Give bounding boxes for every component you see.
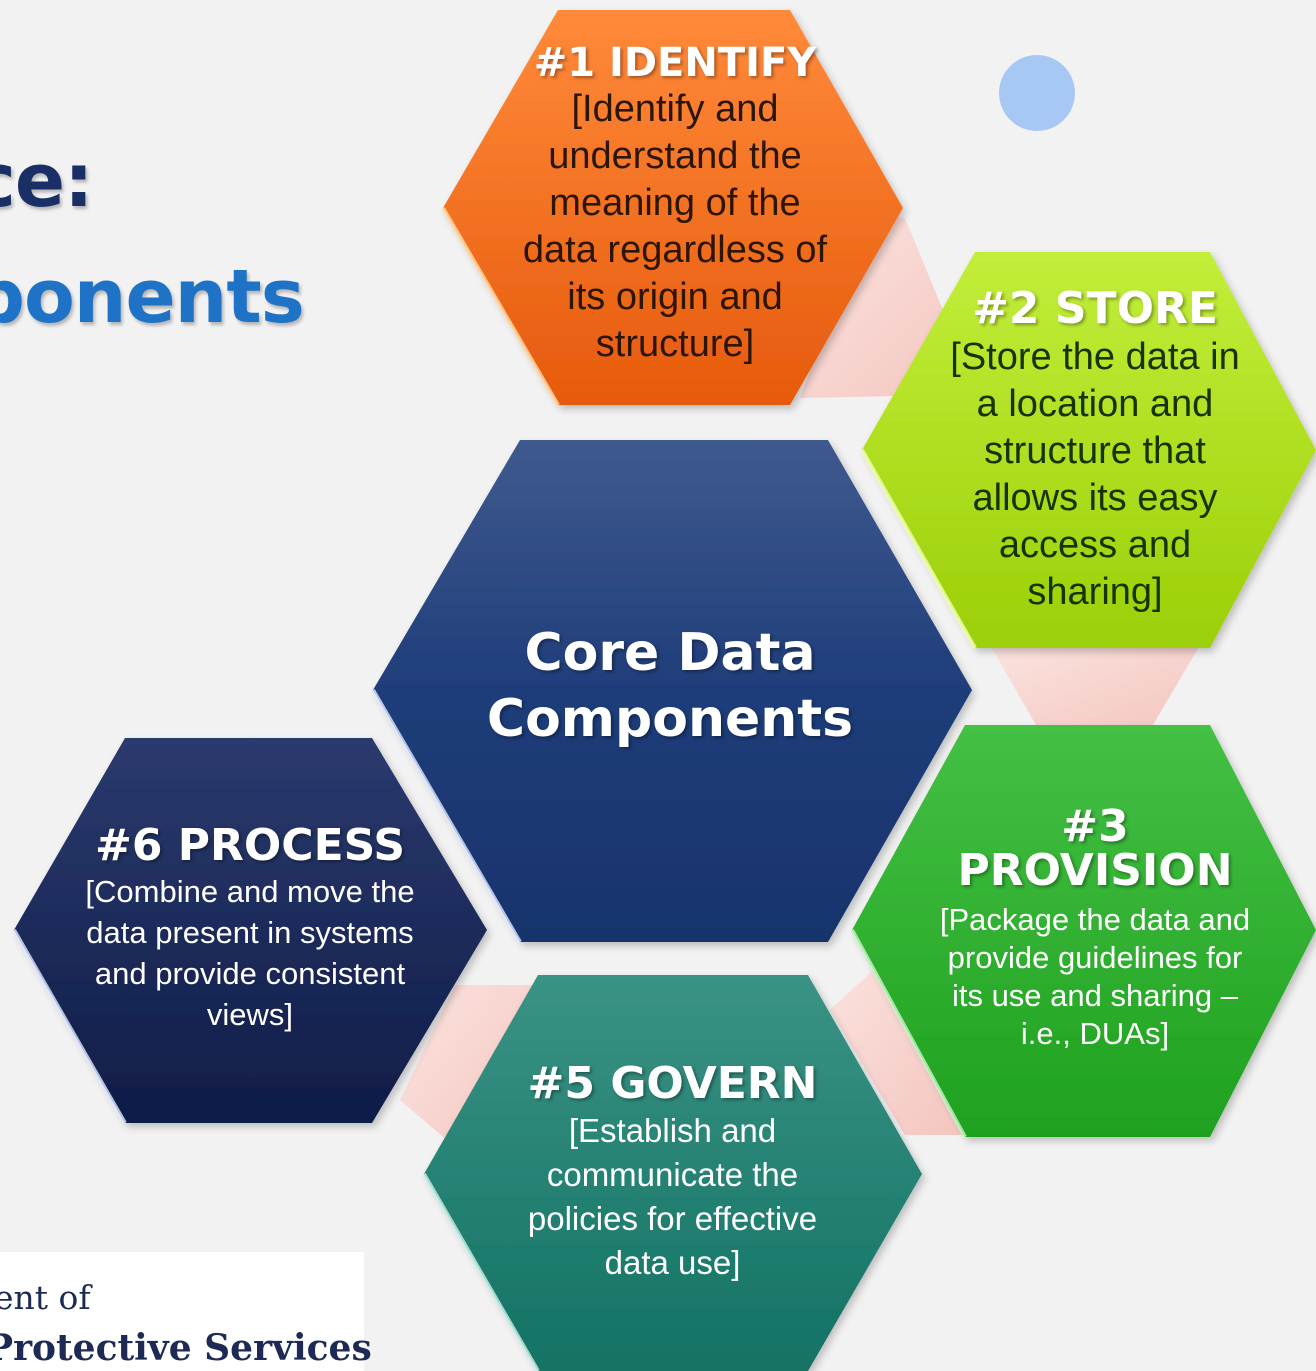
hexagon-provision[interactable]: [852, 725, 1316, 1137]
identify-heading: #1 IDENTIFY: [533, 40, 817, 86]
process-description: [Combine and move the data present in sy…: [85, 874, 415, 1032]
logo-line-1: ent of: [0, 1278, 91, 1317]
provision-heading: #3 PROVISION: [957, 801, 1233, 896]
process-text: #6 PROCESS [Combine and move the data pr…: [85, 820, 415, 1035]
edge-highlight: [850, 929, 967, 1138]
edge-highlight: [860, 449, 977, 649]
provision-text: #3 PROVISION [Package the data and provi…: [930, 805, 1260, 1053]
process-heading: #6 PROCESS: [94, 820, 406, 871]
edge-highlight: [422, 1172, 540, 1371]
hexagon-process[interactable]: [14, 738, 487, 1123]
logo-line-2: Protective Services: [0, 1327, 372, 1369]
hexagon-identify[interactable]: [443, 10, 903, 405]
govern-heading: #5 GOVERN: [527, 1058, 818, 1109]
identify-text: #1 IDENTIFY [Identify and understand the…: [520, 40, 830, 368]
govern-text: #5 GOVERN [Establish and communicate the…: [505, 1058, 840, 1285]
core-heading: Core Data Components: [486, 623, 854, 749]
agency-logo: ent of Protective Services: [0, 1252, 372, 1371]
title-line-1: ce:: [0, 138, 94, 224]
connector-provision-govern: [830, 945, 965, 1135]
store-text: #2 STORE [Store the data in a location a…: [935, 283, 1255, 616]
hexagon-govern[interactable]: [424, 975, 922, 1371]
govern-description: [Establish and communicate the policies …: [527, 1112, 818, 1281]
store-heading: #2 STORE: [972, 283, 1218, 334]
connector-store-provision: [990, 645, 1200, 732]
core-text: Core Data Components: [480, 620, 860, 752]
decorative-dot: [999, 55, 1075, 131]
provision-description: [Package the data and provide guidelines…: [939, 902, 1251, 1051]
connector-process-govern: [400, 985, 540, 1160]
title-line-2: ponents: [0, 254, 305, 340]
store-description: [Store the data in a location and struct…: [950, 336, 1240, 613]
hexagon-core[interactable]: [373, 440, 972, 942]
identify-description: [Identify and understand the meaning of …: [522, 88, 828, 365]
edge-highlight: [371, 688, 522, 944]
edge-highlight: [441, 206, 560, 407]
edge-highlight: [12, 929, 127, 1124]
hexagon-store[interactable]: [862, 252, 1316, 648]
